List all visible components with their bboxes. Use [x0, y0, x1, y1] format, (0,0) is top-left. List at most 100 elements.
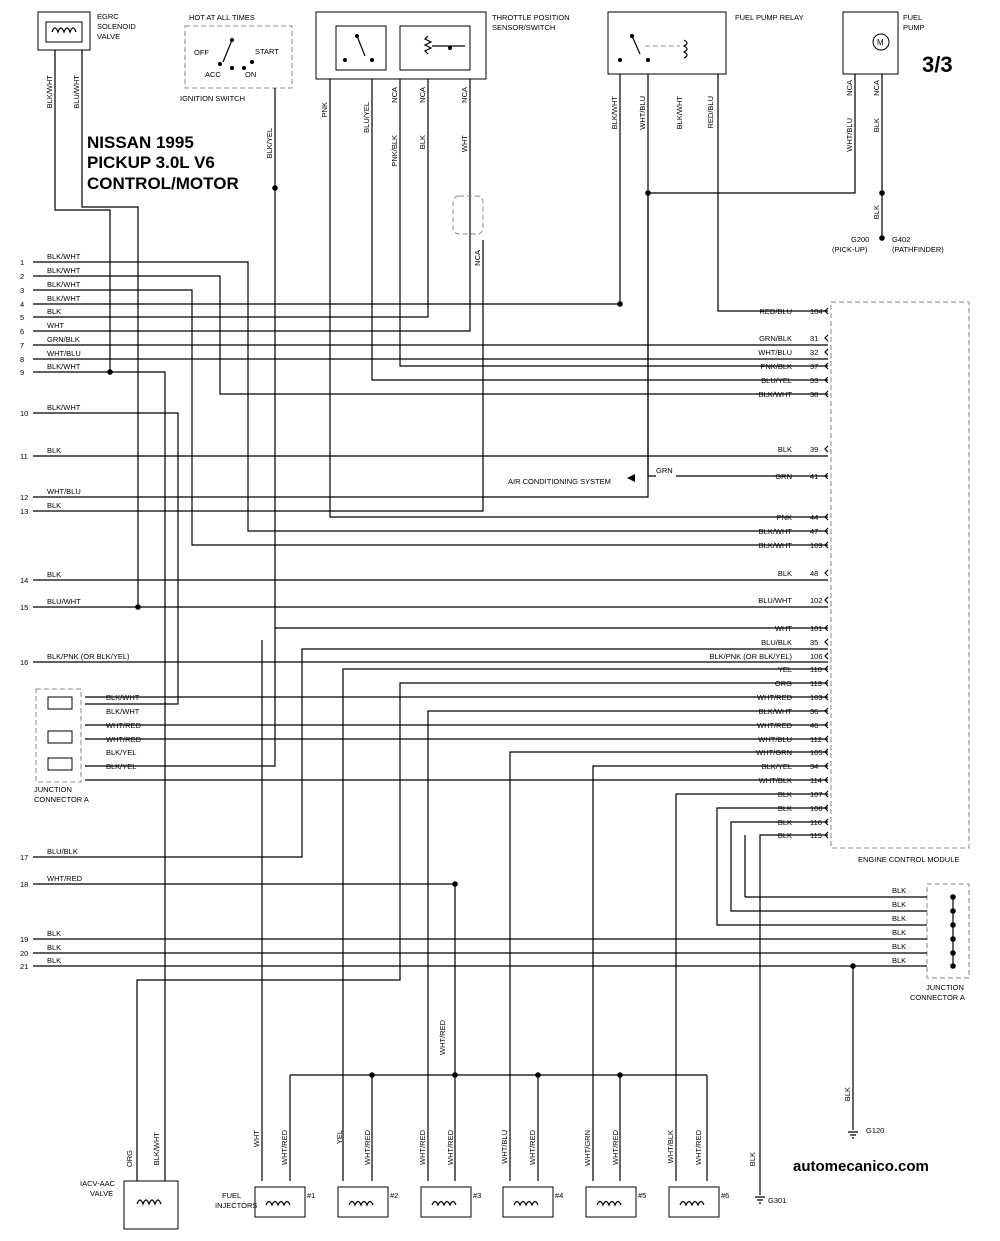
- splice-dot: [272, 185, 278, 191]
- row-wire-color: BLK: [47, 943, 61, 952]
- ignition-box: [184, 25, 293, 89]
- ecm-pin-number: 38: [810, 390, 818, 399]
- row-number: 19: [20, 935, 28, 944]
- wire: [399, 79, 828, 367]
- g200-note: (PICK-UP): [832, 245, 868, 254]
- jca-right-wire: BLK: [892, 900, 906, 909]
- ecm-pin-color: WHT/GRN: [756, 748, 792, 757]
- injector-number: #4: [555, 1191, 563, 1200]
- injector-coil-icon: [431, 1200, 457, 1207]
- injector-wire: WHT/RED: [528, 1129, 537, 1165]
- ecm-pin-color: WHT/BLK: [759, 776, 792, 785]
- jca-right-wire: BLK: [892, 914, 906, 923]
- wire: [675, 793, 828, 1181]
- jca-right-wire: BLK: [892, 928, 906, 937]
- injector-wire: WHT/RED: [446, 1129, 455, 1165]
- wire-label: NCA: [460, 87, 469, 103]
- wire: [592, 765, 828, 1181]
- relay-label: FUEL PUMP RELAY: [735, 13, 804, 22]
- jca-right-wire: BLK: [892, 956, 906, 965]
- ecm-pin-color: RED/BLU: [759, 307, 792, 316]
- junction-pin-icon: [47, 696, 73, 710]
- ecm-pin-number: 106: [810, 652, 823, 661]
- ecm-pin-color: BLK/YEL: [762, 762, 792, 771]
- junction-pin-icon: [47, 757, 73, 771]
- wire: [509, 751, 828, 1181]
- jca-left-wire: BLK/WHT: [106, 693, 140, 702]
- wire: [54, 50, 111, 372]
- row-wire-color: BLK/WHT: [47, 362, 81, 371]
- jca-right-label-2: CONNECTOR A: [910, 993, 965, 1002]
- ignition-switch: HOT AT ALL TIMES OFF START ACC ON IGNITI…: [180, 13, 293, 103]
- wire: [33, 261, 828, 532]
- row-number: 15: [20, 603, 28, 612]
- row-wire-color: BLK: [47, 307, 61, 316]
- injector-wire: WHT: [252, 1130, 261, 1147]
- ecm-pin-color: YEL: [778, 665, 792, 674]
- ecm-pin-color: BLK/WHT: [759, 707, 793, 716]
- ecm-pin-color: BLK/WHT: [759, 527, 793, 536]
- jca-left-label-1: JUNCTION: [34, 785, 72, 794]
- ground-icon: [755, 1196, 765, 1204]
- splice-dot: [879, 190, 885, 196]
- wire-label: PNK: [320, 102, 329, 117]
- junction-connector-right: [926, 883, 970, 979]
- ecm-pin-number: 32: [810, 348, 818, 357]
- ecm-pin-number: 110: [810, 665, 822, 674]
- g301-label: G301: [768, 1196, 786, 1205]
- g402-note: (PATHFINDER): [892, 245, 944, 254]
- wire: [85, 88, 276, 767]
- wire: [33, 289, 828, 546]
- ecm-pin-color: WHT/RED: [757, 721, 793, 730]
- injector-wire: WHT/RED: [611, 1129, 620, 1165]
- iacv-label-2: VALVE: [90, 1189, 113, 1198]
- ecm-pin-color: GRN/BLK: [759, 334, 792, 343]
- row-wire-color: BLU/BLK: [47, 847, 78, 856]
- row-wire-color: BLK: [47, 929, 61, 938]
- ecm-pin-number: 36: [810, 707, 818, 716]
- ecm-pin-color: ORG: [775, 679, 792, 688]
- wire-label: NCA: [473, 250, 482, 266]
- row-number: 4: [20, 300, 24, 309]
- wire-label: NCA: [845, 80, 854, 96]
- ignition-start: START: [255, 47, 279, 56]
- pump-label-1: FUEL: [903, 13, 922, 22]
- junction-connector-left: [35, 688, 82, 783]
- tps-box: [315, 11, 487, 80]
- splice-dot: [617, 301, 623, 307]
- relay-coil-icon: [682, 39, 688, 59]
- ecm-pin-number: 33: [810, 376, 818, 385]
- wire: [647, 74, 856, 194]
- fuel-injector: [420, 1186, 472, 1218]
- connector-pin-icon: [824, 596, 829, 604]
- wire: [33, 240, 484, 512]
- wire-label: BLK: [418, 135, 427, 149]
- connector-pin-icon: [824, 638, 829, 646]
- ground-icon: [848, 1131, 858, 1139]
- wire: [81, 50, 139, 607]
- wire-label: NCA: [418, 87, 427, 103]
- ecm-pin-number: 104: [810, 307, 823, 316]
- ignition-off: OFF: [194, 48, 209, 57]
- ecm-pin-color: PNK: [777, 513, 792, 522]
- row-number: 3: [20, 286, 24, 295]
- injector-number: #5: [638, 1191, 646, 1200]
- wire-label: WHT/BLU: [638, 96, 647, 130]
- wire-label: WHT: [460, 135, 469, 152]
- wire-label: PNK/BLK: [390, 135, 399, 167]
- injector-coil-icon: [513, 1200, 539, 1207]
- jca-left-wire: BLK/WHT: [106, 707, 140, 716]
- wire: [136, 682, 828, 1181]
- ecm-pin-color: BLK: [778, 804, 792, 813]
- ecm-pin-number: 107: [810, 790, 823, 799]
- row-number: 17: [20, 853, 28, 862]
- iacv-wire: BLK/WHT: [152, 1132, 161, 1166]
- injector-number: #2: [390, 1191, 398, 1200]
- injector-coil-icon: [265, 1200, 291, 1207]
- ecm-pin-color: BLK: [778, 831, 792, 840]
- pump-label-2: PUMP: [903, 23, 925, 32]
- ecm-pin-number: 39: [810, 445, 818, 454]
- injector-wire: WHT/RED: [363, 1129, 372, 1165]
- ac-wire-label: GRN: [656, 466, 673, 475]
- row-number: 2: [20, 272, 24, 281]
